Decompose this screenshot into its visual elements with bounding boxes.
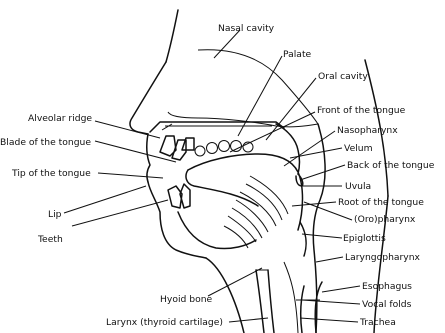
jaw-floor bbox=[178, 212, 256, 249]
label-teeth: Teeth bbox=[37, 234, 63, 245]
label-blade-of-tongue: Blade of the tongue bbox=[0, 137, 91, 148]
label-root-of-tongue: Root of the tongue bbox=[338, 197, 424, 208]
label-hyoid-bone: Hyoid bone bbox=[160, 294, 213, 305]
label-esophagus: Esophagus bbox=[362, 281, 412, 292]
head-outline bbox=[130, 10, 388, 333]
label-palate: Palate bbox=[283, 49, 312, 60]
tongue bbox=[186, 154, 303, 248]
label-trachea: Trachea bbox=[359, 317, 396, 328]
label-velum: Velum bbox=[344, 143, 373, 154]
label-front-of-tongue: Front of the tongue bbox=[317, 105, 406, 116]
label-epiglottis: Epiglottis bbox=[343, 233, 386, 244]
nasal-cavity-outline bbox=[168, 50, 318, 127]
label-vocal-folds: Vocal folds bbox=[362, 299, 412, 310]
labels: Nasal cavity Palate Oral cavity Alveolar… bbox=[0, 23, 435, 328]
label-lip: Lip bbox=[48, 209, 62, 220]
label-tip-of-tongue: Tip of the tongue bbox=[11, 168, 91, 179]
label-alveolar-ridge: Alveolar ridge bbox=[28, 113, 92, 124]
label-laryngopharynx: Laryngopharynx bbox=[345, 252, 421, 263]
label-nasopharynx: Nasopharynx bbox=[337, 125, 398, 136]
label-larynx: Larynx (thyroid cartilage) bbox=[106, 317, 223, 328]
label-uvula: Uvula bbox=[345, 181, 371, 192]
label-oral-cavity: Oral cavity bbox=[318, 71, 368, 82]
label-nasal-cavity: Nasal cavity bbox=[218, 23, 275, 34]
label-oropharynx: (Oro)pharynx bbox=[354, 214, 416, 225]
epiglottis-larynx bbox=[256, 222, 322, 333]
label-back-of-tongue: Back of the tongue bbox=[347, 160, 435, 171]
